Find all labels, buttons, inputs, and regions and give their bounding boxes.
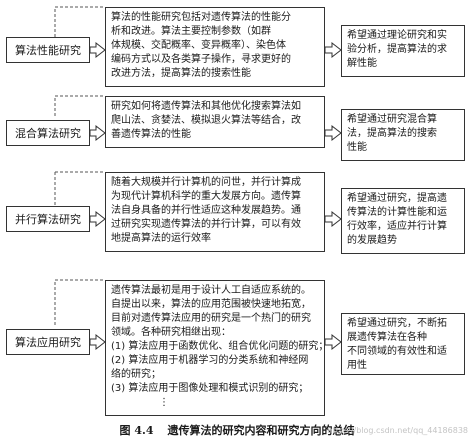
arrow-label-to-desc-row-3: [89, 210, 106, 228]
goal-box-application: 希望通过研究，不断拓 展遗传算法在各种 不同领域的有效性和适 用性: [341, 313, 465, 375]
arrow-desc-to-goal-row-2: [324, 124, 342, 142]
label-text: 混合算法研究: [15, 127, 81, 140]
goal-line: 传算法的计算性能和运: [347, 207, 447, 218]
description-line: 为现代计算机科学的重大发展方向。遗传算: [111, 191, 301, 202]
label-text: 并行算法研究: [15, 213, 81, 226]
description-line: 目前对遗传算法应用的研究是一个热门的研究: [111, 313, 311, 324]
description-line: (3) 算法应用于图像处理和模式识别的研究；: [111, 383, 309, 394]
arrow-label-to-desc-row-4: [89, 333, 106, 351]
arrow-label-to-desc-row-1: [89, 41, 106, 59]
watermark: https://blog.csdn.net/qq_44186838: [327, 426, 468, 435]
description-line: 领域。各种研究相继出现：: [111, 327, 231, 338]
description-line: 善遗传算法的性能: [111, 129, 191, 140]
label-box-performance: 算法性能研究: [6, 37, 90, 63]
goal-line: 的发展趋势: [347, 235, 397, 246]
goal-line: 行效率，适应并行计算: [347, 221, 447, 232]
description-line: (2) 算法应用于机器学习的分类系统和神经网: [111, 355, 309, 366]
description-line: 随着大规模并行计算机的问世，并行计算成: [111, 177, 301, 188]
goal-line: 希望通过研究混合算: [347, 114, 437, 125]
description-line: 编码方式以及各类算子操作，寻求更好的: [111, 54, 291, 65]
arrow-label-to-desc-row-2: [89, 124, 106, 142]
vertical-ellipsis: ⋮: [159, 397, 169, 408]
goal-line: 希望通过理论研究和实: [347, 30, 447, 41]
goal-line: 法，提高算法的搜索: [347, 128, 437, 139]
figure-number: 图 4.4: [119, 424, 154, 437]
description-line: (1) 算法应用于函数优化、组合优化问题的研究；: [111, 341, 325, 352]
label-box-parallel: 并行算法研究: [6, 206, 90, 232]
description-line: 遗传算法最初是用于设计人工自适应系统的。: [111, 285, 311, 296]
figure-caption: 图 4.4 遗传算法的研究内容和研究方向的总结: [0, 422, 474, 438]
goal-line: 展遗传算法在各种: [347, 332, 427, 343]
description-line: 法自身具备的并行性适应这种发展趋势。通: [111, 205, 301, 216]
goal-line: 希望通过研究，不断拓: [347, 318, 447, 329]
description-line: 研究如何将遗传算法和其他优化搜索算法如: [111, 101, 301, 112]
description-box-application: 遗传算法最初是用于设计人工自适应系统的。 自提出以来，算法的应用范围被快速地拓宽…: [105, 280, 325, 416]
label-text: 算法应用研究: [15, 336, 81, 349]
arrow-desc-to-goal-row-4: [324, 333, 342, 351]
description-box-parallel: 随着大规模并行计算机的问世，并行计算成 为现代计算机科学的重大发展方向。遗传算 …: [105, 172, 325, 252]
label-box-hybrid: 混合算法研究: [6, 120, 90, 146]
goal-box-performance: 希望通过理论研究和实 验分析，提高算法的求 解性能: [341, 25, 465, 77]
description-line: 地提高算法的运行效率: [111, 233, 211, 244]
goal-line: 希望通过研究，提高遗: [347, 193, 447, 204]
goal-box-hybrid: 希望通过研究混合算 法，提高算法的搜索 性能: [341, 109, 465, 161]
description-line: 算法的性能研究包括对遗传算法的性能分: [111, 12, 291, 23]
description-line: 析和改进。算法主要控制参数（如群: [111, 26, 271, 37]
goal-box-parallel: 希望通过研究，提高遗 传算法的计算性能和运 行效率，适应并行计算 的发展趋势: [341, 188, 465, 254]
arrow-desc-to-goal-row-1: [324, 41, 342, 59]
description-line: 体规模、交配概率、变异概率）、染色体: [111, 40, 286, 51]
goal-line: 解性能: [347, 58, 377, 69]
description-box-performance: 算法的性能研究包括对遗传算法的性能分 析和改进。算法主要控制参数（如群 体规模、…: [105, 7, 325, 87]
label-text: 算法性能研究: [15, 44, 81, 57]
figure-title: 遗传算法的研究内容和研究方向的总结: [167, 424, 355, 437]
goal-line: 用性: [347, 360, 367, 371]
goal-line: 性能: [347, 142, 367, 153]
arrow-desc-to-goal-row-3: [324, 210, 342, 228]
description-line: 络的研究；: [111, 369, 161, 380]
goal-line: 验分析，提高算法的求: [347, 44, 447, 55]
description-line: 过研究实现遗传算法的并行计算，可以有效: [111, 219, 301, 230]
description-box-hybrid: 研究如何将遗传算法和其他优化搜索算法如 爬山法、贪婪法、模拟退火算法等结合，改 …: [105, 96, 325, 148]
description-line: 爬山法、贪婪法、模拟退火算法等结合，改: [111, 115, 301, 126]
goal-line: 不同领域的有效性和适: [347, 346, 447, 357]
description-line: 改进方法，提高算法的搜索性能: [111, 68, 251, 79]
description-line: 自提出以来，算法的应用范围被快速地拓宽，: [111, 299, 311, 310]
label-box-application: 算法应用研究: [6, 329, 90, 355]
